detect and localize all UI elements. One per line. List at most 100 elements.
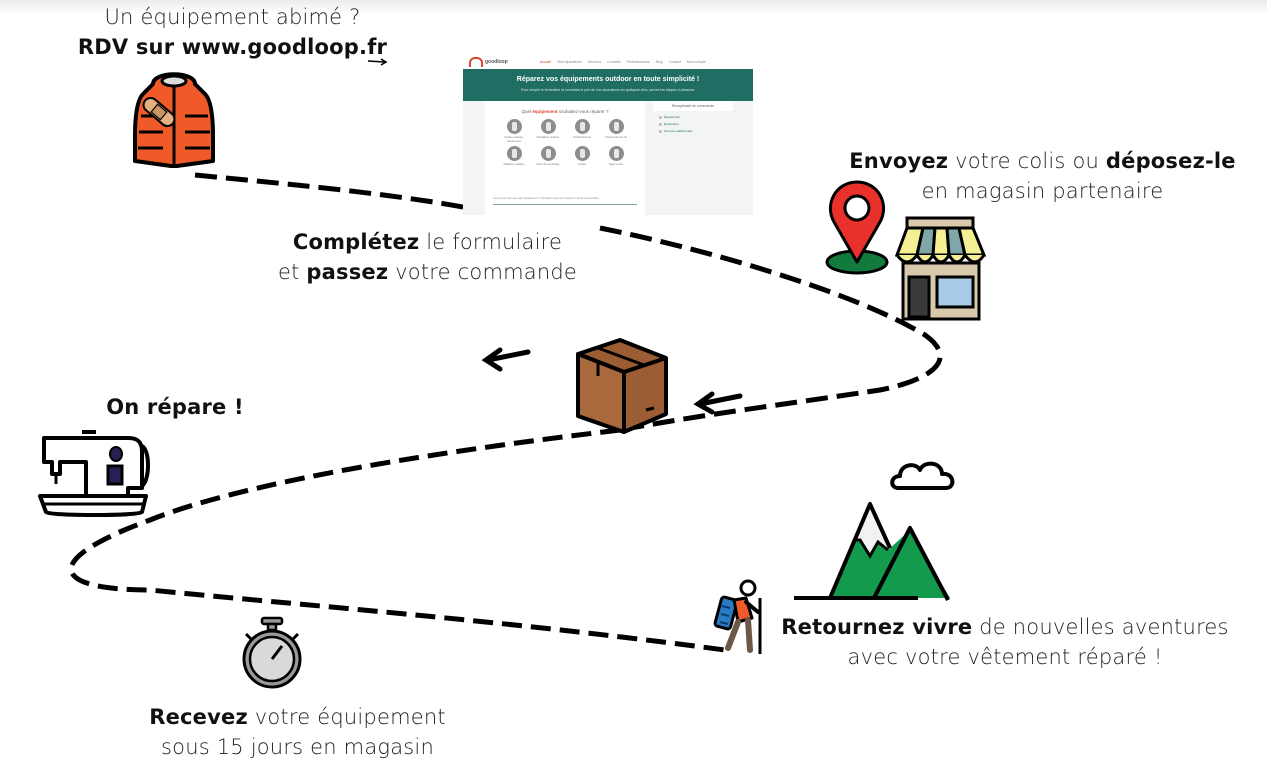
shop-icon	[894, 216, 987, 321]
site-nav-link: Professionnels	[626, 60, 650, 64]
site-summary-label: Équipement	[664, 115, 681, 119]
caption-line: et passez votre commande	[255, 257, 600, 287]
site-question: Quel équipement souhaitez-vous réparer ?	[521, 109, 609, 114]
site-category-tile: Vêtements de ski	[601, 119, 631, 143]
site-summary-label: Services additionnels	[664, 129, 693, 133]
caption-line: Envoyez votre colis ou déposez-le	[820, 146, 1265, 176]
caption-line: On répare !	[60, 392, 290, 422]
hiker-icon	[713, 579, 762, 654]
garment-icon	[574, 119, 590, 134]
arrow-left-icon	[693, 391, 743, 415]
caption-emphasis: Complétez	[292, 230, 420, 254]
top-shadow	[0, 0, 1267, 14]
caption-line: Un équipement abimé ?	[60, 2, 405, 32]
step-visit-site-caption: Un équipement abimé ? RDV sur www.goodloo…	[60, 2, 405, 62]
site-hero-subtitle: Pour remplir le formulaire et connaître …	[520, 88, 696, 92]
site-nav-link: Contact	[668, 60, 681, 64]
site-hero-title: Réparez vos équipements outdoor en toute…	[516, 76, 700, 83]
step-adventure-caption: Retournez vivre de nouvelles aventures av…	[760, 612, 1250, 672]
site-sidebar-title: Récapitulatif de commande	[653, 101, 733, 111]
site-category-tile: Sacs de couchage	[533, 146, 563, 167]
caption-emphasis: Recevez	[149, 705, 248, 729]
site-brand: goodloop	[485, 59, 508, 65]
garment-icon	[608, 146, 624, 161]
site-category-label: Sacs de couchage	[536, 162, 560, 166]
site-category-tile: Pantalons outdoor	[533, 119, 563, 143]
parcel-box-icon	[576, 338, 668, 434]
caption-line: avec votre vêtement réparé !	[760, 642, 1250, 672]
caption-text: votre commande	[388, 260, 577, 284]
garment-icon	[574, 146, 590, 161]
stopwatch-icon	[242, 616, 302, 689]
site-category-tile: Sacs à dos	[601, 146, 631, 167]
site-nav-link: Blog	[655, 60, 663, 64]
site-nav-link: Conseils	[607, 60, 621, 64]
site-nav-link: Mon compte	[686, 60, 706, 64]
site-nav-link: Accueil	[539, 60, 552, 64]
garment-icon	[506, 146, 522, 161]
caption-emphasis: On répare !	[106, 395, 244, 419]
caption-text: Un équipement abimé ?	[104, 5, 361, 29]
site-category-label: Combinaisons	[573, 135, 591, 139]
caption-line: en magasin partenaire	[820, 176, 1265, 206]
site-category-label: Vestes outdoor, doudounes	[504, 135, 524, 143]
caption-line: sous 15 jours en magasin	[120, 732, 475, 762]
site-logo: goodloop	[469, 57, 508, 67]
caption-line: Complétez le formulaire	[255, 227, 600, 257]
site-category-tile: Vestes outdoor, doudounes	[499, 119, 529, 143]
caption-text: en magasin partenaire	[921, 179, 1164, 203]
caption-line: Retournez vivre de nouvelles aventures	[760, 612, 1250, 642]
arrow-small-icon	[367, 58, 388, 66]
damaged-jacket-icon	[133, 72, 215, 168]
caption-emphasis: déposez-le	[1105, 149, 1236, 173]
site-category-tile: Tentes	[567, 146, 597, 167]
goodloop-logo-icon	[469, 57, 483, 67]
caption-line: RDV sur www.goodloop.fr	[60, 32, 405, 62]
site-hero: Réparez vos équipements outdoor en toute…	[463, 69, 753, 101]
journey-dashed-line	[68, 427, 726, 653]
site-summary-item: Réparation	[659, 122, 733, 126]
caption-emphasis: RDV sur www.goodloop.fr	[77, 35, 388, 59]
site-category-label: Sacs à dos	[609, 162, 623, 166]
garment-icon	[540, 146, 556, 161]
site-equipment-picker: Quel équipement souhaitez-vous réparer ?…	[485, 101, 645, 215]
site-category-tile: Maillots, polaires	[499, 146, 529, 167]
journey-dashed-line	[194, 172, 469, 211]
site-summary-item: Équipement	[659, 115, 733, 119]
site-note: Vous ne trouvez pas votre équipement ? C…	[493, 197, 637, 205]
map-pin-icon	[825, 180, 889, 275]
caption-text: et	[277, 260, 307, 284]
garment-icon	[608, 119, 624, 134]
bullet-icon	[659, 115, 662, 119]
garment-icon	[506, 119, 522, 134]
caption-text: votre colis ou	[948, 149, 1106, 173]
step-receive-caption: Recevez votre équipement sous 15 jours en…	[120, 702, 475, 762]
arrow-left-icon	[481, 347, 531, 372]
site-category-label: Vêtements de ski	[605, 135, 627, 139]
bullet-icon	[659, 122, 662, 126]
caption-text: votre équipement	[247, 705, 446, 729]
site-category-label: Pantalons outdoor	[536, 135, 560, 139]
caption-text: avec votre vêtement réparé !	[847, 645, 1163, 669]
step-repair-caption: On répare !	[60, 392, 290, 422]
caption-emphasis: passez	[306, 260, 389, 284]
caption-text: sous 15 jours en magasin	[161, 735, 434, 759]
site-summary-item: Services additionnels	[659, 129, 733, 133]
caption-emphasis: Retournez vivre	[781, 615, 973, 639]
caption-emphasis: Envoyez	[849, 149, 949, 173]
site-summary-label: Réparation	[664, 122, 679, 126]
caption-line: Recevez votre équipement	[120, 702, 475, 732]
site-category-label: Maillots, polaires	[503, 162, 525, 166]
caption-text: le formulaire	[419, 230, 563, 254]
cloud-icon	[890, 461, 955, 490]
bullet-icon	[659, 129, 662, 133]
caption-text: de nouvelles aventures	[972, 615, 1229, 639]
step-send-parcel-caption: Envoyez votre colis ou déposez-le en maga…	[820, 146, 1265, 206]
mountains-icon	[794, 502, 950, 601]
site-category-label: Tentes	[577, 162, 587, 166]
